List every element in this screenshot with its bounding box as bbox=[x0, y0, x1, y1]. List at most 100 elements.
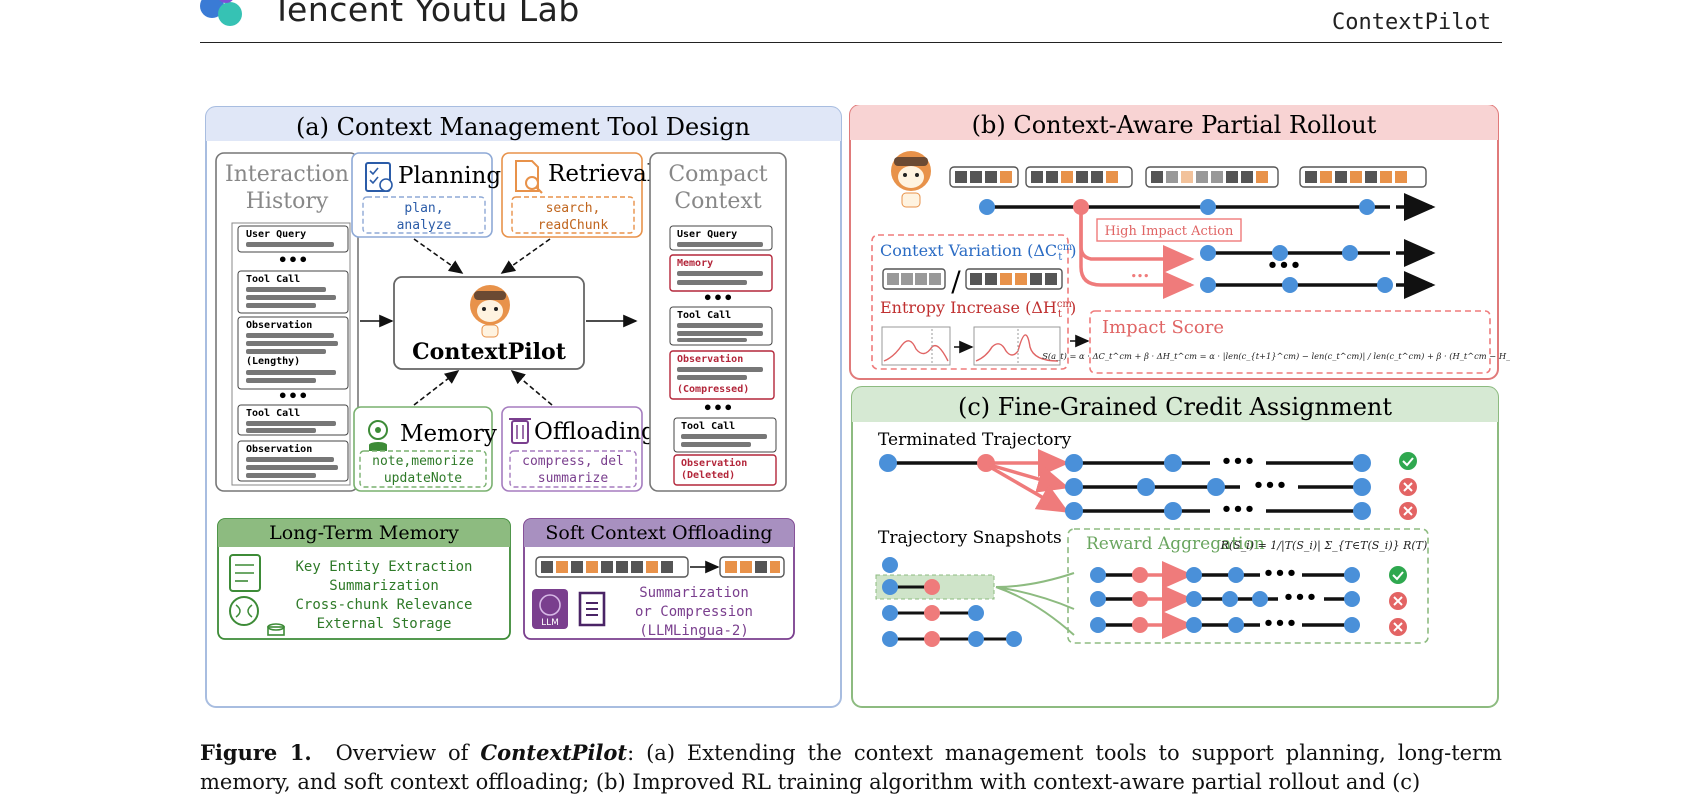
ltm-item-4: External Storage bbox=[317, 616, 452, 632]
panel-b: (b) Context-Aware Partial Rollout bbox=[849, 105, 1510, 380]
compact-deleted: (Deleted) bbox=[681, 470, 735, 481]
history-tool-call-2: Tool Call bbox=[246, 408, 300, 419]
history-observation-1: Observation bbox=[246, 319, 312, 331]
planning-box bbox=[351, 152, 493, 238]
variation-box bbox=[871, 234, 1069, 370]
compact-tool-call-2: Tool Call bbox=[681, 421, 735, 432]
compress-icon bbox=[578, 591, 606, 627]
memory-tools-2: updateNote bbox=[384, 471, 462, 486]
memory-icon bbox=[368, 420, 388, 451]
history-items: User Query ••• Tool Call Observation (Le… bbox=[237, 225, 349, 482]
ltm-title: Long-Term Memory bbox=[269, 522, 459, 544]
header-rule bbox=[200, 42, 1502, 43]
token-strips-b bbox=[949, 166, 1427, 188]
retrieval-icon bbox=[515, 160, 543, 194]
mascot-icon bbox=[470, 285, 510, 338]
history-observation-2: Observation bbox=[246, 443, 312, 455]
compact-observation-2: Observation bbox=[681, 457, 747, 469]
history-title-line2: History bbox=[246, 189, 329, 214]
header-brand: Tencent Youtu Lab bbox=[272, 0, 580, 29]
history-tool-call-1: Tool Call bbox=[246, 274, 300, 285]
entropy-plots bbox=[881, 326, 1061, 366]
notes-icon bbox=[229, 554, 261, 592]
ltm-item-3: Cross-chunk Relevance bbox=[295, 597, 472, 613]
impact-score-label: Impact Score bbox=[1102, 317, 1224, 338]
retrieval-tools-2: readChunk bbox=[538, 218, 609, 233]
reward-aggregation-box bbox=[1067, 528, 1429, 644]
header-running-title: ContextPilot bbox=[1332, 10, 1491, 35]
tencent-youtu-logo-icon bbox=[200, 0, 242, 26]
high-impact-label: High Impact Action bbox=[1105, 224, 1234, 239]
svg-text:•••: ••• bbox=[1253, 475, 1288, 496]
caption-label: Figure 1. bbox=[200, 740, 312, 765]
compact-user-query: User Query bbox=[677, 229, 737, 240]
retrieval-label: Retrieval bbox=[548, 161, 654, 187]
offloading-tools-2: summarize bbox=[538, 471, 609, 486]
variation-strips: / bbox=[882, 265, 1063, 298]
impact-formula: S(a_t) = α · ΔC_t^cm + β · ΔH_t^cm = α ·… bbox=[1042, 351, 1510, 362]
svg-text:•••: ••• bbox=[1263, 563, 1298, 584]
impact-score-box bbox=[1089, 310, 1491, 374]
offloading-tools-1: compress, del bbox=[522, 454, 624, 469]
compact-compressed: (Compressed) bbox=[677, 384, 749, 395]
svg-text:•••: ••• bbox=[1283, 587, 1318, 608]
aggregated-trajectories: ••• ••• ••• bbox=[1090, 561, 1407, 639]
panel-b-title: (b) Context-Aware Partial Rollout bbox=[972, 111, 1377, 139]
compact-tool-call-1: Tool Call bbox=[677, 310, 731, 321]
figure-1: (a) Context Management Tool Design Inter… bbox=[205, 105, 1510, 708]
caption-name: ContextPilot bbox=[480, 740, 628, 765]
rollout-branches: ... ••• bbox=[1079, 207, 1436, 299]
trash-icon bbox=[509, 418, 531, 444]
reward-agg-label: Reward Aggregation bbox=[1086, 534, 1265, 554]
check-icon bbox=[1389, 566, 1407, 584]
token-strip-after bbox=[719, 556, 785, 578]
history-title-line1: Interaction bbox=[225, 162, 349, 187]
llm-icon: LLM bbox=[532, 589, 568, 629]
terminated-label: Terminated Trajectory bbox=[878, 430, 1072, 450]
memory-box bbox=[353, 406, 493, 492]
svg-text:•••: ••• bbox=[1221, 451, 1256, 472]
token-strip-before bbox=[535, 556, 689, 578]
svg-text:•••: ••• bbox=[703, 398, 734, 417]
compact-items: User Query Memory ••• Tool Call Observat… bbox=[669, 225, 777, 486]
panel-c: (c) Fine-Grained Credit Assignment Termi… bbox=[851, 386, 1499, 708]
trajectory-snapshots bbox=[875, 557, 1075, 647]
svg-text:...: ... bbox=[1131, 261, 1150, 282]
history-lengthy: (Lengthy) bbox=[246, 356, 300, 367]
retrieval-tools-1: search, bbox=[546, 201, 601, 216]
mascot-icon-b bbox=[891, 151, 931, 208]
soft-item-1: Summarization bbox=[639, 585, 749, 601]
soft-item-2: or Compression bbox=[635, 604, 753, 620]
compact-title-line1: Compact bbox=[668, 162, 767, 187]
brain-icon bbox=[229, 596, 285, 636]
svg-text:•••: ••• bbox=[278, 386, 309, 405]
planning-tools-2: analyze bbox=[397, 218, 452, 233]
offloading-box bbox=[501, 406, 643, 492]
planning-tools-1: plan, bbox=[404, 201, 443, 216]
panel-c-title: (c) Fine-Grained Credit Assignment bbox=[958, 393, 1392, 421]
check-icon bbox=[1399, 452, 1417, 470]
memory-tools-1: note,memorize bbox=[372, 454, 474, 469]
figure-caption: Figure 1. Overview of ContextPilot: (a) … bbox=[200, 738, 1502, 797]
ltm-item-1: Key Entity Extraction bbox=[295, 559, 472, 575]
caption-text: : (a) Extending the context management t… bbox=[200, 741, 1503, 794]
caption-lead: Overview of bbox=[335, 741, 469, 765]
terminated-trajectories: ••• ••• ••• bbox=[879, 449, 1417, 520]
svg-text:•••: ••• bbox=[1263, 613, 1298, 634]
planning-icon bbox=[365, 162, 393, 192]
panel-a: (a) Context Management Tool Design Inter… bbox=[205, 106, 842, 708]
soft-item-3: (LLMLingua-2) bbox=[639, 623, 749, 639]
contextpilot-label: ContextPilot bbox=[412, 339, 567, 365]
ltm-item-2: Summarization bbox=[329, 578, 439, 594]
snapshots-label: Trajectory Snapshots bbox=[878, 528, 1062, 548]
planning-label: Planning bbox=[398, 163, 501, 189]
svg-text:/: / bbox=[951, 265, 961, 298]
svg-text:•••: ••• bbox=[1221, 499, 1256, 520]
reward-formula: R(S_i) = 1/|T(S_i)| Σ_{T∈T(S_i)} R(T) bbox=[1220, 539, 1428, 553]
soft-title: Soft Context Offloading bbox=[545, 522, 772, 544]
panel-a-title: (a) Context Management Tool Design bbox=[296, 113, 750, 141]
svg-text:•••: ••• bbox=[703, 288, 734, 307]
memory-label: Memory bbox=[400, 421, 497, 447]
